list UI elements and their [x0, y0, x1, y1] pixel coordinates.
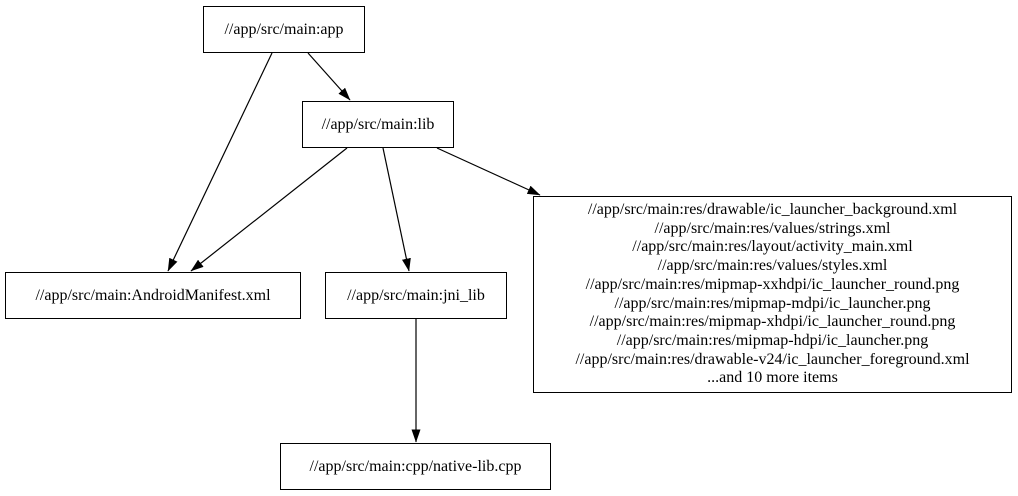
node-resources-line: //app/src/main:res/values/styles.xml: [657, 257, 888, 275]
node-resources-line: //app/src/main:res/layout/activity_main.…: [632, 238, 913, 256]
edge-lib-to-resources: [436, 147, 541, 196]
node-resources-line: //app/src/main:res/drawable-v24/ic_launc…: [575, 350, 970, 368]
node-resources-line: //app/src/main:res/drawable/ic_launcher_…: [587, 200, 958, 218]
edge-lib-to-jni-lib: [382, 147, 411, 272]
node-resources-line: //app/src/main:res/mipmap-mdpi/ic_launch…: [614, 294, 931, 312]
node-app-label: //app/src/main:app: [224, 20, 344, 38]
node-jni-lib-label: //app/src/main:jni_lib: [347, 286, 485, 304]
node-resources: //app/src/main:res/drawable/ic_launcher_…: [533, 196, 1012, 393]
node-native-lib-cpp: //app/src/main:cpp/native-lib.cpp: [280, 443, 551, 490]
node-android-manifest-label: //app/src/main:AndroidManifest.xml: [35, 286, 271, 304]
node-native-lib-cpp-label: //app/src/main:cpp/native-lib.cpp: [309, 457, 522, 475]
node-resources-line: //app/src/main:res/values/strings.xml: [654, 219, 891, 237]
node-lib: //app/src/main:lib: [302, 101, 454, 148]
node-resources-line: //app/src/main:res/mipmap-hdpi/ic_launch…: [616, 331, 929, 349]
node-resources-line: //app/src/main:res/mipmap-xhdpi/ic_launc…: [589, 313, 956, 331]
edge-app-to-lib: [307, 52, 351, 101]
node-resources-more-items-line: ...and 10 more items: [707, 369, 838, 387]
node-resources-line: //app/src/main:res/mipmap-xxhdpi/ic_laun…: [585, 275, 960, 293]
node-jni-lib: //app/src/main:jni_lib: [325, 272, 507, 319]
edge-app-to-android-manifest: [167, 52, 273, 272]
node-app: //app/src/main:app: [203, 6, 365, 53]
node-lib-label: //app/src/main:lib: [321, 115, 435, 133]
node-android-manifest: //app/src/main:AndroidManifest.xml: [5, 272, 301, 319]
edge-lib-to-android-manifest: [190, 147, 348, 272]
